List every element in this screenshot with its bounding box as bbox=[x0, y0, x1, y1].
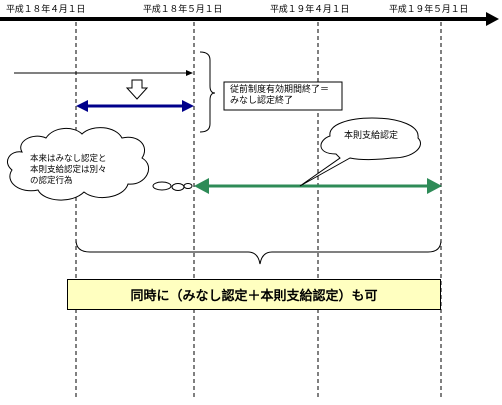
deemed-cert-double-arrow bbox=[76, 100, 194, 112]
main-cert-double-arrow bbox=[194, 178, 442, 194]
thought-cloud bbox=[7, 127, 149, 201]
original-separate-note-line2: 本則支給認定は別々 bbox=[30, 165, 107, 175]
right-brace bbox=[199, 51, 216, 133]
date-label-h19-04-01: 平成１９年４月１日 bbox=[270, 5, 350, 15]
thought-bubble-medium bbox=[171, 183, 185, 191]
old-system-end-note: 従前制度有効期間終了＝ みなし認定終了 bbox=[230, 85, 329, 107]
date-label-h18-05-01: 平成１８年５月１日 bbox=[143, 5, 223, 15]
thought-bubble-large bbox=[152, 181, 172, 191]
simultaneous-cert-banner-text: 同時に（みなし認定＋本則支給認定）も可 bbox=[130, 289, 378, 304]
old-system-end-note-line2: みなし認定終了 bbox=[230, 96, 294, 106]
date-label-h18-04-01: 平成１８年４月１日 bbox=[6, 5, 86, 15]
original-separate-note: 本来はみなし認定と 本則支給認定は別々 の認定行為 bbox=[30, 154, 107, 187]
timeline-axis-arrow bbox=[0, 12, 499, 26]
old-system-end-note-box bbox=[223, 81, 343, 111]
date-label-h19-05-01: 平成１９年５月１日 bbox=[389, 5, 469, 15]
thought-bubble-small bbox=[183, 183, 193, 189]
simultaneous-cert-banner: 同時に（みなし認定＋本則支給認定）も可 bbox=[67, 279, 441, 310]
main-cert-speech-bubble bbox=[299, 117, 421, 187]
bottom-brace bbox=[75, 239, 442, 265]
down-arrow-icon bbox=[125, 79, 149, 100]
old-system-end-note-line1: 従前制度有効期間終了＝ bbox=[230, 85, 330, 95]
original-separate-note-line3: の認定行為 bbox=[30, 176, 73, 186]
original-separate-note-line1: 本来はみなし認定と bbox=[30, 154, 107, 164]
main-cert-label: 本則支給認定 bbox=[344, 131, 399, 141]
